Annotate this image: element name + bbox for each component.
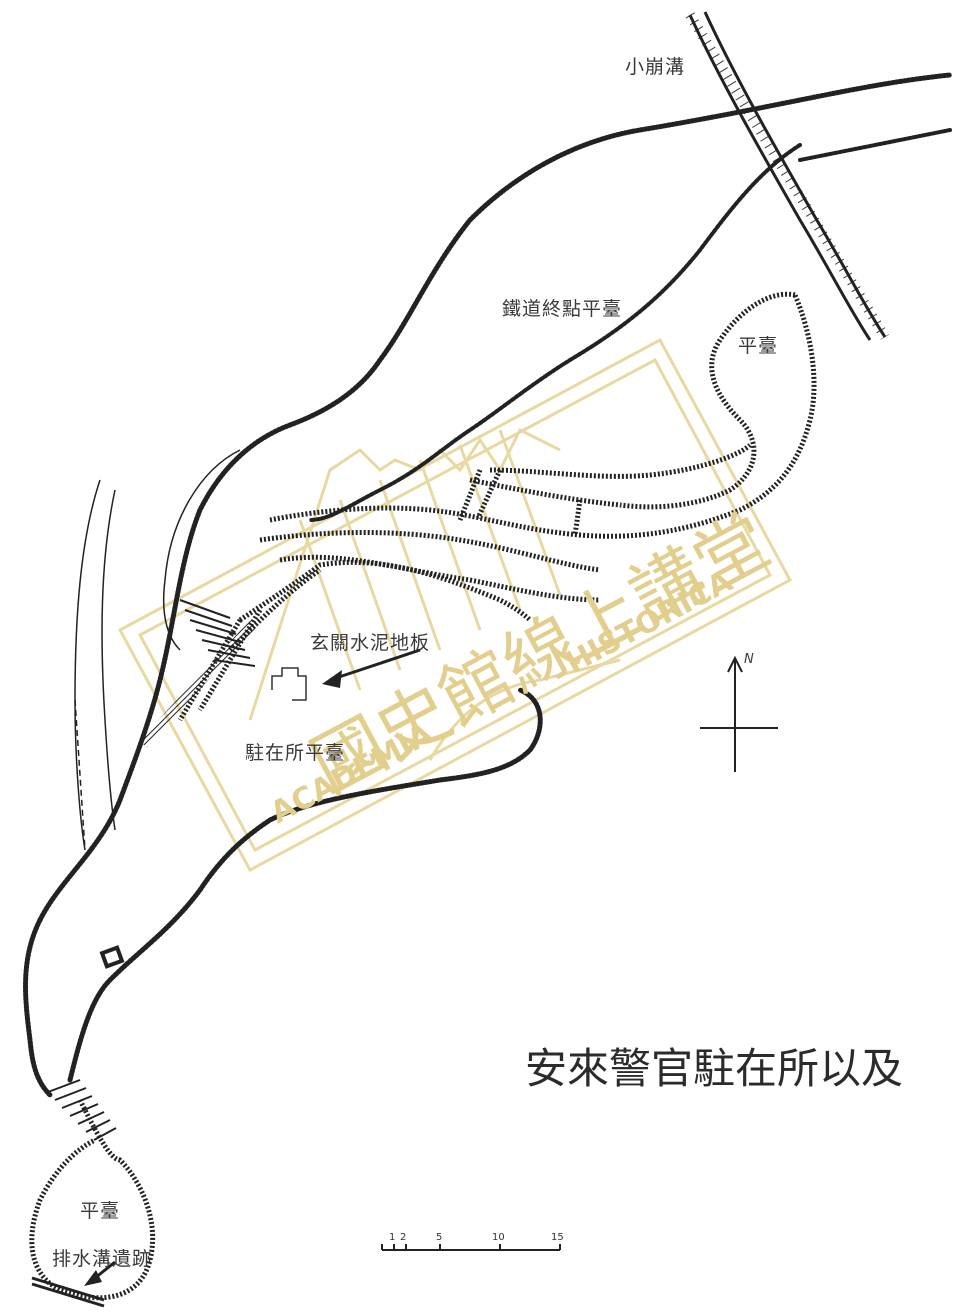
scale-tick-1: 1 xyxy=(389,1232,396,1243)
north-arrow xyxy=(700,655,778,772)
drainage-arrowhead xyxy=(84,1270,102,1286)
entrance-arrowhead xyxy=(322,670,342,688)
railway-track xyxy=(685,11,890,341)
label-station-terrace: 駐在所平臺 xyxy=(245,742,346,764)
entrance-floor-outline xyxy=(271,667,307,701)
label-stream: 小崩溝 xyxy=(625,56,686,78)
label-drainage: 排水溝遺跡 xyxy=(52,1248,153,1270)
label-railway-terminal: 鐵道終點平臺 xyxy=(502,298,623,320)
site-outline xyxy=(23,72,953,1098)
scale-tick-5: 5 xyxy=(436,1232,443,1243)
entrance-arrow xyxy=(329,648,421,682)
access-road xyxy=(74,449,241,851)
page-title: 安來警官駐在所以及 xyxy=(525,1044,904,1093)
bottom-stairs xyxy=(47,1079,117,1141)
scale-tick-2: 2 xyxy=(400,1232,407,1243)
label-entrance-floor: 玄關水泥地板 xyxy=(310,632,431,654)
label-terrace-right: 平臺 xyxy=(738,335,779,357)
left-cliff-hatch xyxy=(140,620,256,748)
small-structure xyxy=(99,945,125,969)
scale-bar xyxy=(381,1244,561,1251)
drainage-ditch xyxy=(31,1276,105,1308)
bottom-terrace-outline xyxy=(29,1098,156,1301)
retaining-walls xyxy=(177,291,817,722)
scale-tick-10: 10 xyxy=(492,1232,505,1243)
scale-tick-15: 15 xyxy=(551,1232,564,1243)
north-label: N xyxy=(744,652,755,667)
label-terrace-bottom: 平臺 xyxy=(80,1200,121,1222)
